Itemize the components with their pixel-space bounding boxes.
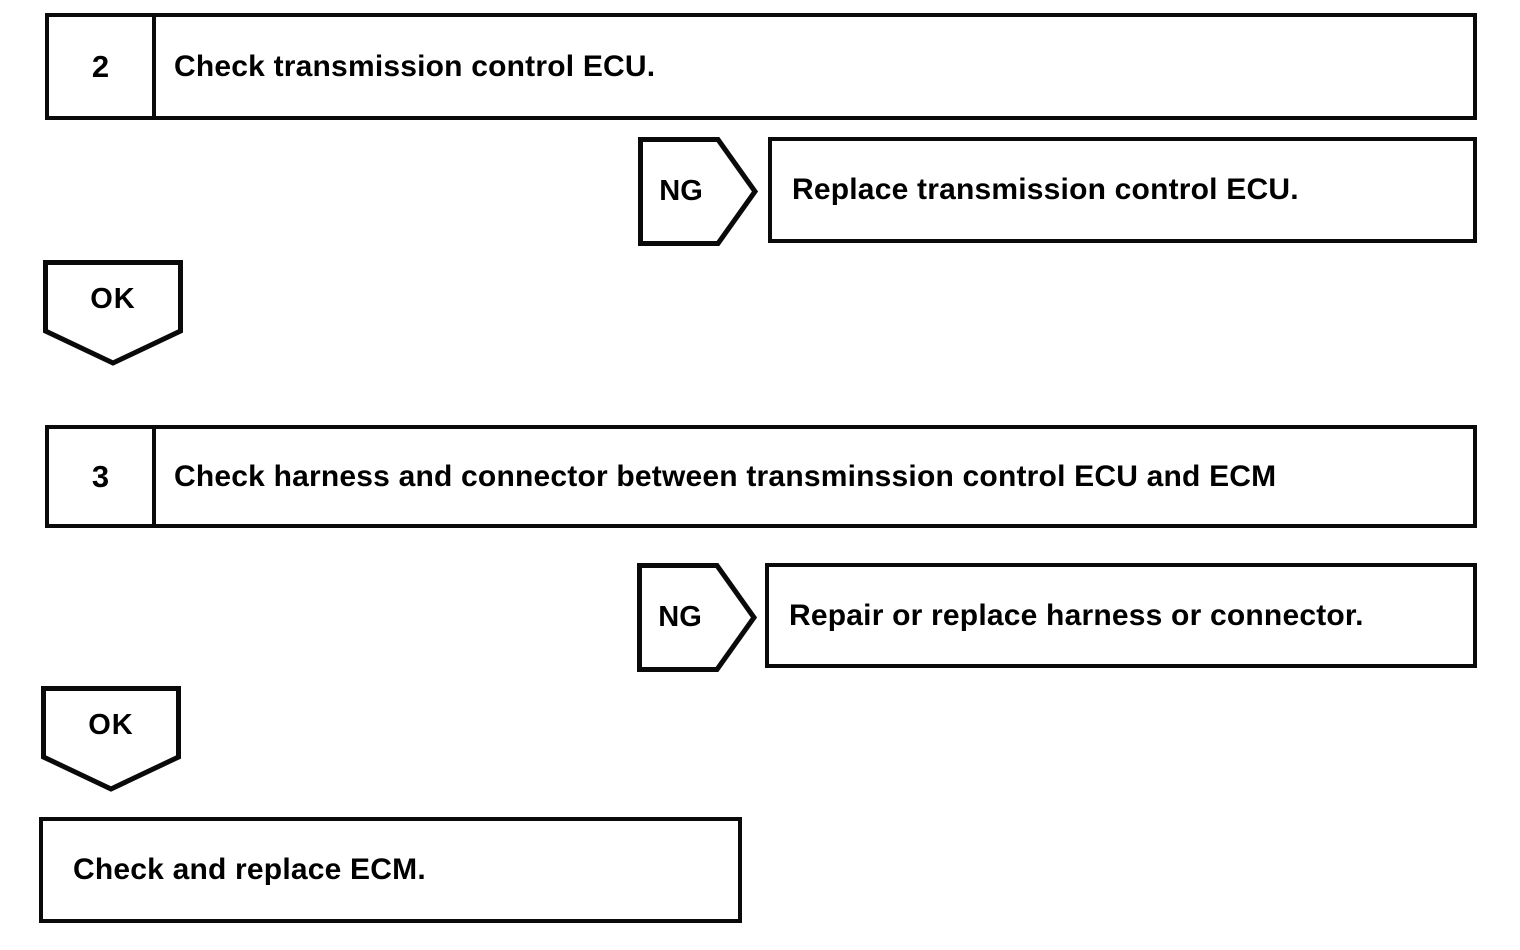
ok-badge: OK [90,282,136,315]
ng-pentagon-icon [637,563,757,672]
ng-action-text: Repair or replace harness or connector. [789,598,1364,632]
step-instruction: Check transmission control ECU. [174,49,656,83]
ng-arrow-shape-2: NG [637,563,757,672]
step-box-3: 3 Check harness and connector between tr… [45,425,1477,528]
ok-arrow-shape-1: OK [43,260,183,366]
ok-pentagon-icon [41,686,181,792]
ok-badge: OK [88,708,134,741]
ng-pentagon-icon [638,137,758,246]
terminal-action-text: Check and replace ECM. [73,853,426,886]
ng-action-box-2: Repair or replace harness or connector. [765,563,1477,668]
terminal-action-box: Check and replace ECM. [39,817,742,923]
ng-badge: NG [659,175,703,207]
ok-pentagon-icon [43,260,183,366]
ok-arrow-shape-2: OK [41,686,181,792]
ng-badge: NG [658,601,702,633]
step-box-2: 2 Check transmission control ECU. [45,13,1477,120]
step-number: 2 [49,17,156,116]
ng-action-box-1: Replace transmission control ECU. [768,137,1477,243]
step-number: 3 [49,429,156,524]
ng-action-text: Replace transmission control ECU. [792,173,1299,206]
ng-arrow-shape-1: NG [638,137,758,246]
step-instruction: Check harness and connector between tran… [174,459,1277,493]
